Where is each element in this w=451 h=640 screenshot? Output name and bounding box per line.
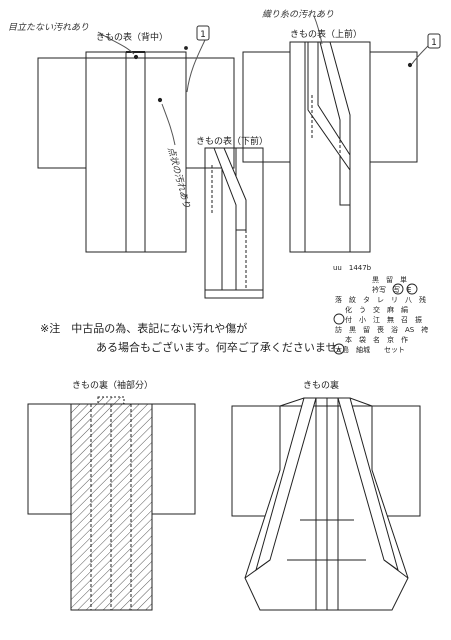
note-dot-stain: 点状の汚れあり bbox=[165, 146, 192, 210]
kimono-lower-front-view bbox=[204, 147, 264, 299]
count-badge-back: 1 bbox=[196, 25, 210, 41]
kimono-sleeve-lining-view bbox=[27, 396, 196, 611]
note-stain-back: 目立たない汚れあり bbox=[8, 22, 89, 33]
svg-text:訪 黒 留 喪 浴 AS 袴: 訪 黒 留 喪 浴 AS 袴 bbox=[335, 325, 428, 334]
back-right-sleeve bbox=[185, 57, 235, 169]
svg-text:1: 1 bbox=[431, 38, 437, 48]
notice-line-1: ※注 中古品の為、表記にない汚れや傷が bbox=[40, 321, 247, 335]
label-sleeve-lining: きもの裏（袖部分） bbox=[72, 379, 153, 391]
lower-front-collar bbox=[213, 147, 247, 231]
lining-right-sleeve bbox=[151, 403, 196, 515]
front-overlap-collar bbox=[307, 41, 351, 172]
svg-text:大島 紬城 セット: 大島 紬城 セット bbox=[335, 345, 405, 354]
count-badge-front: 1 bbox=[427, 33, 441, 49]
stain-dot-shoulder bbox=[184, 46, 188, 50]
lower-front-body bbox=[204, 147, 264, 299]
svg-text:uu 1447b: uu 1447b bbox=[333, 264, 372, 272]
note-stain-front: 織り糸の汚れあり bbox=[262, 9, 334, 20]
svg-text:化 う 交 麻 絹: 化 う 交 麻 絹 bbox=[345, 305, 408, 314]
kimono-lining-view bbox=[231, 397, 421, 611]
stain-dot-back bbox=[133, 54, 139, 60]
kimono-upper-front-view bbox=[242, 41, 418, 253]
kimono-back-view bbox=[37, 46, 235, 253]
front-right-sleeve bbox=[369, 51, 418, 163]
lining-left-sleeve bbox=[27, 403, 72, 515]
svg-text:衿写 写 E: 衿写 写 E bbox=[372, 285, 411, 294]
svg-text:落 紋 タ レ リ 八 残: 落 紋 タ レ リ 八 残 bbox=[335, 295, 426, 304]
spec-table: uu 1447b 黒 留 単 衿写 写 E 落 紋 タ レ リ 八 残 化 う … bbox=[333, 264, 428, 355]
label-back: きもの表（背中） bbox=[96, 31, 168, 43]
label-lower-front: きもの表（下前） bbox=[196, 135, 268, 147]
back-left-sleeve bbox=[37, 57, 87, 169]
label-upper-front: きもの表（上前） bbox=[290, 28, 362, 40]
stain-dot-front bbox=[407, 62, 413, 68]
notice-line-2: ある場合もございます。何卒ご了承くださいませ。 bbox=[96, 340, 348, 354]
svg-text:黒 留 単: 黒 留 単 bbox=[372, 275, 407, 284]
svg-text:1: 1 bbox=[200, 30, 206, 40]
svg-text:本 袋 名 京 作: 本 袋 名 京 作 bbox=[345, 335, 408, 344]
lining-collar-top bbox=[97, 396, 125, 405]
label-lining: きもの裏 bbox=[303, 379, 339, 391]
svg-text:付 小 江 無 召 振: 付 小 江 無 召 振 bbox=[345, 315, 422, 324]
stain-dot-back-side bbox=[157, 97, 163, 103]
